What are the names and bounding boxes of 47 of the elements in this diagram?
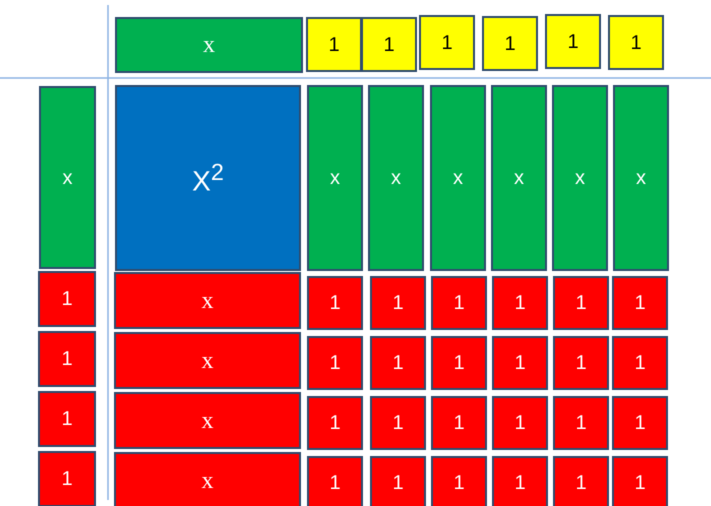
unit-tile: 1 [612, 456, 668, 506]
unit-tile: 1 [370, 456, 426, 506]
unit-tile: 1 [38, 331, 96, 387]
x-tile: x [39, 86, 96, 269]
x-tile: x [430, 85, 486, 271]
unit-tile: 1 [612, 336, 668, 390]
unit-tile: 1 [431, 396, 487, 450]
unit-tile: 1 [307, 396, 363, 450]
unit-tile: 1 [431, 336, 487, 390]
unit-tile: 1 [492, 336, 548, 390]
unit-tile: 1 [38, 451, 96, 506]
unit-tile: 1 [492, 456, 548, 506]
unit-tile: 1 [612, 276, 668, 330]
unit-tile: 1 [553, 456, 609, 506]
unit-tile: 1 [306, 17, 362, 72]
unit-tile: 1 [307, 336, 363, 390]
unit-tile: 1 [553, 276, 609, 330]
x-tile: x [307, 85, 363, 271]
x-tile: x [114, 272, 301, 329]
unit-tile: 1 [608, 15, 664, 70]
unit-tile: 1 [370, 276, 426, 330]
unit-tile: 1 [492, 396, 548, 450]
unit-tile: 1 [492, 276, 548, 330]
unit-tile: 1 [38, 391, 96, 447]
unit-tile: 1 [431, 276, 487, 330]
unit-tile: 1 [545, 14, 601, 69]
unit-tile: 1 [307, 456, 363, 506]
x-tile: x [491, 85, 547, 271]
x-tile: x [114, 332, 301, 389]
unit-tile: 1 [553, 336, 609, 390]
unit-tile: 1 [307, 276, 363, 330]
unit-tile: 1 [419, 15, 475, 70]
unit-tile: 1 [370, 336, 426, 390]
x-tile: x [613, 85, 669, 271]
unit-tile: 1 [370, 396, 426, 450]
x-tile: x [368, 85, 424, 271]
x-squared-tile: X$^{2}$ [115, 85, 301, 271]
unit-tile: 1 [361, 17, 417, 72]
x-tile: x [114, 452, 301, 506]
x-tile: x [114, 392, 301, 449]
x-tile: x [115, 17, 303, 73]
unit-tile: 1 [553, 396, 609, 450]
unit-tile: 1 [482, 16, 538, 71]
unit-tile: 1 [431, 456, 487, 506]
unit-tile: 1 [38, 271, 96, 327]
x-tile: x [552, 85, 608, 271]
unit-tile: 1 [612, 396, 668, 450]
